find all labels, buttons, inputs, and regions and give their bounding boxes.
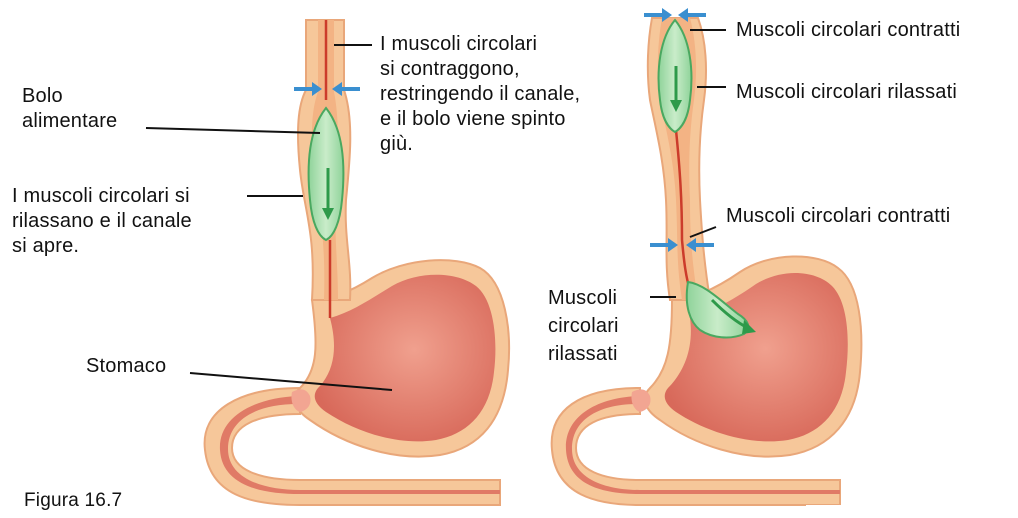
label-contratti-top: Muscoli circolari contratti xyxy=(736,18,960,43)
label-stomaco: Stomaco xyxy=(86,354,166,379)
leader-bolo xyxy=(146,128,320,133)
figure-caption: Figura 16.7 xyxy=(24,488,122,513)
label-muscoli-rilassano: I muscoli circolari si rilassano e il ca… xyxy=(12,184,192,259)
label-rilassati-bottom: Muscoli circolari rilassati xyxy=(548,284,619,368)
label-bolo-alimentare: Bolo alimentare xyxy=(22,84,117,134)
label-contratti-mid: Muscoli circolari contratti xyxy=(726,204,950,229)
label-muscoli-contraggono: I muscoli circolari si contraggono, rest… xyxy=(380,32,580,157)
bottom-mask xyxy=(806,505,1018,518)
label-rilassati-top: Muscoli circolari rilassati xyxy=(736,80,957,105)
